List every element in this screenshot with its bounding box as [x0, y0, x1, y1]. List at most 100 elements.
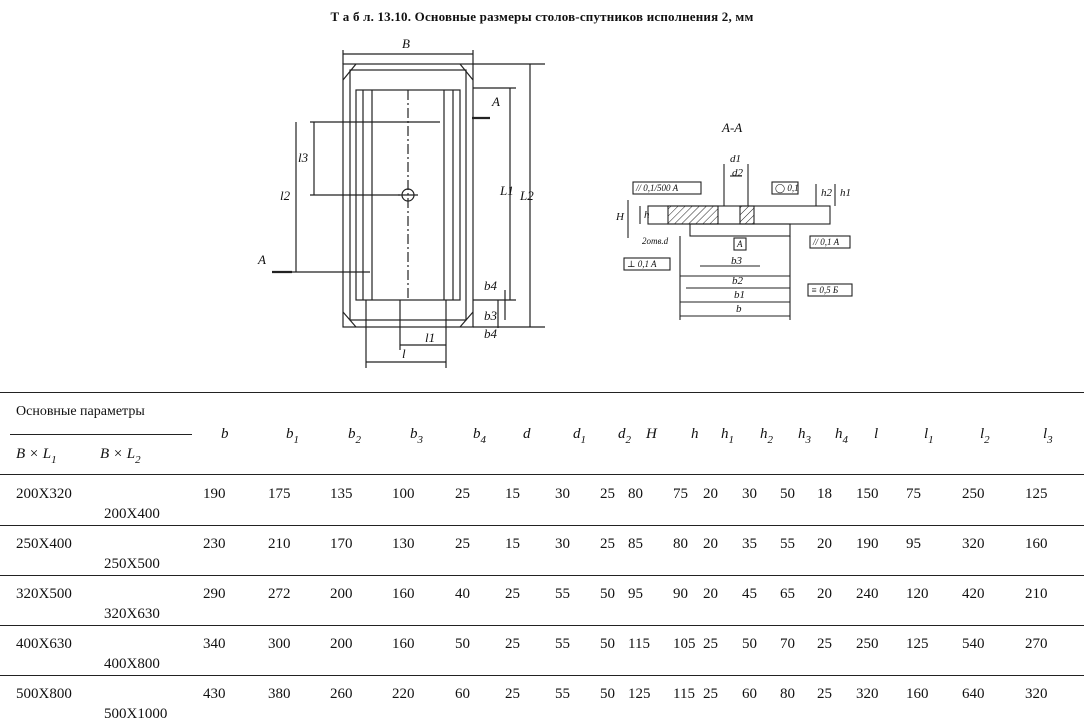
cell-bl1: 500X800: [16, 686, 72, 702]
table-cell: 200: [330, 586, 353, 602]
table-cell: 20: [703, 586, 718, 602]
column-header: h1: [721, 426, 734, 446]
table-cell: 210: [268, 536, 291, 552]
svg-text:// 0,1/500 A: // 0,1/500 A: [635, 183, 679, 193]
cell-bl2: 200X400: [104, 506, 160, 522]
svg-text:◯ 0,1: ◯ 0,1: [775, 183, 799, 194]
svg-text:L2: L2: [519, 188, 534, 203]
svg-text:2отв.d: 2отв.d: [642, 236, 669, 246]
svg-text:l2: l2: [280, 188, 291, 203]
svg-text:≡ 0,5 Б: ≡ 0,5 Б: [811, 285, 839, 295]
table-cell: 50: [455, 636, 470, 652]
svg-text:b4: b4: [484, 326, 498, 341]
column-header: b4: [473, 426, 486, 446]
table-cell: 160: [392, 636, 415, 652]
table-cell: 160: [392, 586, 415, 602]
cell-bl1: 250X400: [16, 536, 72, 552]
table-cell: 290: [203, 586, 226, 602]
svg-text:H: H: [615, 211, 625, 223]
table-cell: 115: [673, 686, 695, 702]
table-cell: 25: [455, 536, 470, 552]
svg-text:⊥ 0,1 A: ⊥ 0,1 A: [627, 259, 657, 269]
table-cell: 380: [268, 686, 291, 702]
table-cell: 320: [962, 536, 985, 552]
svg-text:l1: l1: [425, 330, 435, 345]
table-cell: 230: [203, 536, 226, 552]
svg-text:// 0,1 A: // 0,1 A: [812, 237, 840, 247]
column-header: b: [221, 426, 229, 442]
table-cell: 25: [505, 586, 520, 602]
cell-bl2: 250X500: [104, 556, 160, 572]
technical-drawing: B A A l3 l2 L1 L2 l1 l b4 b3 b4: [257, 36, 853, 368]
row-rule: [0, 525, 1084, 526]
table-cell: 250: [962, 486, 985, 502]
table-cell: 80: [628, 486, 643, 502]
group-header: Основные параметры: [16, 404, 145, 419]
table-cell: 420: [962, 586, 985, 602]
plan-dimension-labels: B A A l3 l2 L1 L2 l1 l b4 b3 b4: [257, 36, 534, 361]
svg-text:A-A: A-A: [721, 120, 742, 135]
table-cell: 60: [742, 686, 757, 702]
table-cell: 25: [505, 636, 520, 652]
column-header: l: [874, 426, 879, 442]
table-cell: 260: [330, 686, 353, 702]
column-header: l3: [1043, 426, 1053, 446]
column-header: h3: [798, 426, 811, 446]
table-cell: 25: [817, 686, 832, 702]
table-cell: 175: [268, 486, 291, 502]
table-cell: 85: [628, 536, 643, 552]
column-header: h2: [760, 426, 773, 446]
table-cell: 65: [780, 586, 795, 602]
table-cell: 135: [330, 486, 353, 502]
svg-text:h: h: [644, 209, 650, 221]
column-header: b2: [348, 426, 361, 446]
cell-bl1: 200X320: [16, 486, 72, 502]
svg-text:b2: b2: [732, 275, 744, 287]
svg-text:A: A: [736, 239, 743, 249]
table-cell: 340: [203, 636, 226, 652]
svg-text:h2: h2: [821, 187, 833, 199]
table-cell: 40: [455, 586, 470, 602]
table-cell: 270: [1025, 636, 1048, 652]
table-cell: 272: [268, 586, 291, 602]
svg-text:l: l: [402, 346, 406, 361]
row-rule: [0, 575, 1084, 576]
table-cell: 20: [703, 536, 718, 552]
table-cell: 55: [555, 636, 570, 652]
table-title: Т а б л. 13.10. Основные размеры столов-…: [330, 9, 754, 24]
table-cell: 50: [600, 586, 615, 602]
table-cell: 50: [780, 486, 795, 502]
table-cell: 80: [673, 536, 688, 552]
table-cell: 105: [673, 636, 696, 652]
svg-text:A: A: [257, 252, 266, 267]
table-cell: 150: [856, 486, 879, 502]
table-cell: 25: [817, 636, 832, 652]
table-cell: 170: [330, 536, 353, 552]
svg-text:b1: b1: [734, 289, 745, 301]
column-header: h4: [835, 426, 848, 446]
table-cell: 125: [628, 686, 651, 702]
svg-text:B: B: [402, 36, 410, 51]
table-cell: 55: [555, 686, 570, 702]
table-cell: 20: [817, 586, 832, 602]
table-cell: 45: [742, 586, 757, 602]
table-cell: 160: [906, 686, 929, 702]
header-bottom-rule: [0, 474, 1084, 475]
table-cell: 75: [673, 486, 688, 502]
row-rule: [0, 675, 1084, 676]
table-cell: 18: [817, 486, 832, 502]
table-cell: 50: [600, 686, 615, 702]
svg-text:d1: d1: [730, 153, 741, 165]
table-cell: 25: [703, 636, 718, 652]
svg-text:l3: l3: [298, 150, 309, 165]
cell-bl1: 400X630: [16, 636, 72, 652]
svg-text:L1: L1: [499, 183, 514, 198]
table-cell: 70: [780, 636, 795, 652]
table-cell: 25: [600, 536, 615, 552]
table-cell: 125: [906, 636, 929, 652]
cell-bl2: 500X1000: [104, 706, 168, 722]
table-cell: 190: [856, 536, 879, 552]
table-cell: 250: [856, 636, 879, 652]
table-cell: 80: [780, 686, 795, 702]
table-cell: 640: [962, 686, 985, 702]
